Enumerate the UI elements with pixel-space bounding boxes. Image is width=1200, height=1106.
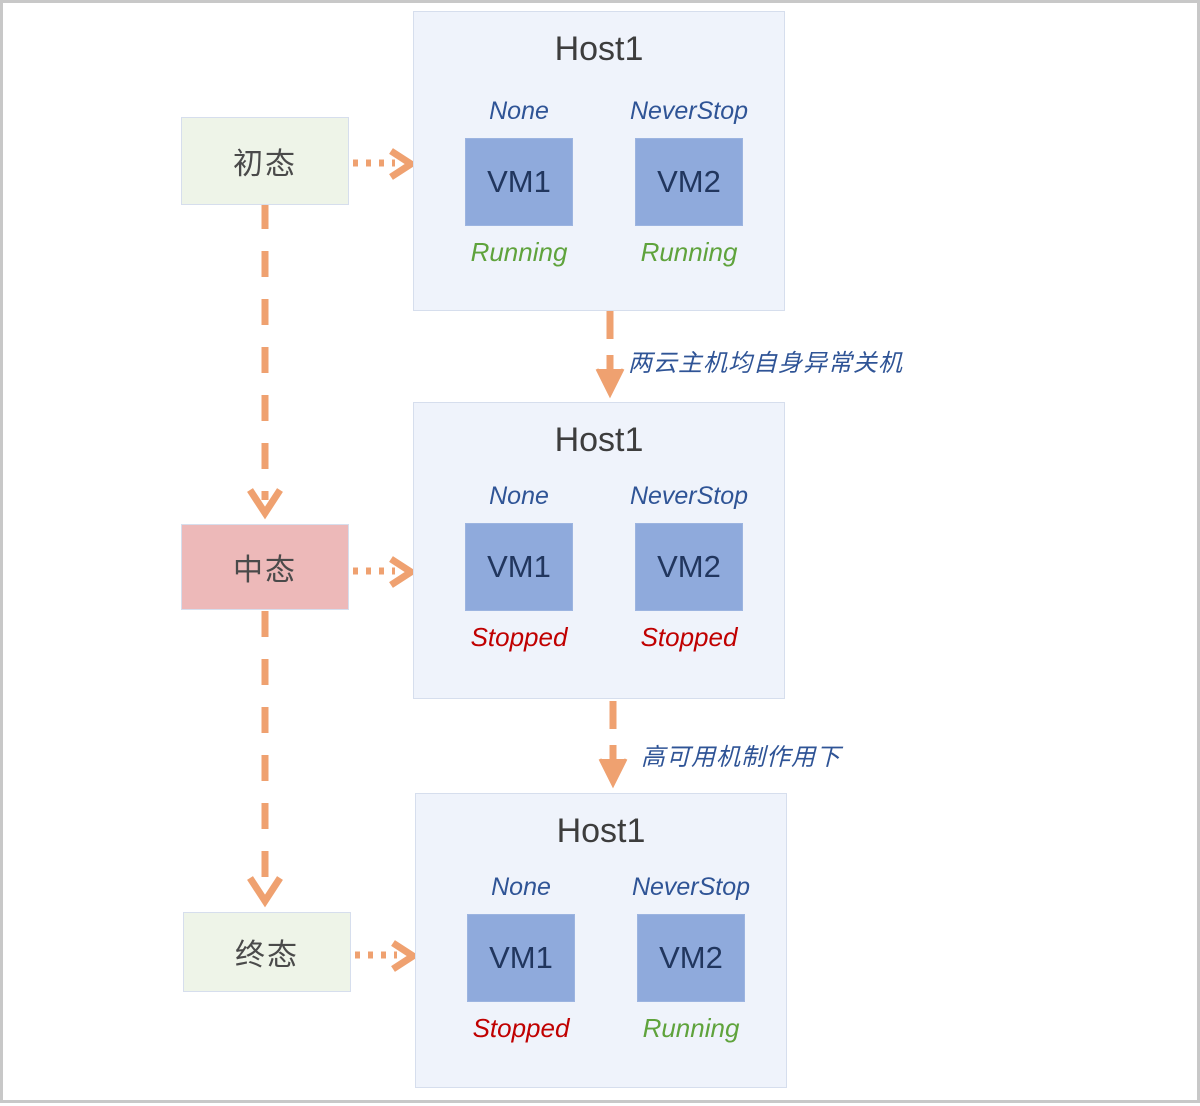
transition-label-1: 两云主机均自身异常关机 [628, 350, 903, 377]
host-container-stage-2[interactable]: Host1 None VM1 Stopped NeverStop VM2 Sto… [413, 402, 785, 699]
host-title: Host1 [556, 812, 646, 850]
vm-status-label: Stopped [470, 621, 568, 652]
vm-name-label: VM1 [487, 548, 551, 584]
edge-host1-to-host2 [595, 311, 625, 399]
vm-cell-vm2[interactable]: NeverStop VM2 Running [604, 97, 774, 267]
edge-final-to-host3 [355, 940, 420, 972]
vm-status-label: Running [642, 1012, 740, 1043]
vm-box-vm2[interactable]: VM2 [635, 522, 743, 611]
vm-box-vm2[interactable]: VM2 [635, 137, 743, 226]
state-label-middle: 中态 [233, 554, 297, 587]
diagram-content: 初态 中态 终态 Host1 None VM1 Running NeverSto… [3, 3, 1197, 1100]
vm-cell-vm1[interactable]: None VM1 Stopped [436, 873, 606, 1043]
host-title: Host1 [554, 421, 644, 459]
edge-middle-to-host2 [353, 556, 418, 588]
host-container-stage-1[interactable]: Host1 None VM1 Running NeverStop VM2 Run… [413, 11, 785, 311]
host-container-stage-3[interactable]: Host1 None VM1 Stopped NeverStop VM2 Run… [415, 793, 787, 1088]
edge-middle-to-final [247, 611, 283, 908]
vm-cell-vm1[interactable]: None VM1 Running [434, 97, 604, 267]
state-label-final: 终态 [235, 939, 299, 972]
vm-policy-label: NeverStop [629, 97, 749, 125]
edge-host2-to-host3 [598, 701, 628, 789]
vm-name-label: VM1 [487, 163, 551, 199]
vm-status-label: Running [640, 236, 738, 267]
vm-box-vm2[interactable]: VM2 [637, 913, 745, 1002]
transition-label-2: 高可用机制作用下 [641, 744, 841, 771]
vm-cell-vm2[interactable]: NeverStop VM2 Running [606, 873, 776, 1043]
vm-name-label: VM2 [657, 548, 721, 584]
vm-box-vm1[interactable]: VM1 [467, 913, 575, 1002]
vm-policy-label: NeverStop [629, 482, 749, 510]
vm-status-label: Stopped [472, 1012, 570, 1043]
edge-initial-to-host1 [353, 148, 418, 180]
vm-policy-label: None [489, 97, 549, 125]
vm-cell-vm1[interactable]: None VM1 Stopped [434, 482, 604, 652]
state-label-initial: 初态 [233, 148, 297, 181]
vm-policy-label: NeverStop [631, 873, 751, 901]
vm-cell-vm2[interactable]: NeverStop VM2 Stopped [604, 482, 774, 652]
vm-name-label: VM2 [657, 163, 721, 199]
vm-policy-label: None [491, 873, 551, 901]
state-box-final[interactable]: 终态 [183, 912, 351, 992]
vm-policy-label: None [489, 482, 549, 510]
state-box-initial[interactable]: 初态 [181, 117, 349, 205]
vm-box-vm1[interactable]: VM1 [465, 137, 573, 226]
state-box-middle[interactable]: 中态 [181, 524, 349, 610]
vm-status-label: Stopped [640, 621, 738, 652]
vm-name-label: VM2 [659, 939, 723, 975]
vm-box-vm1[interactable]: VM1 [465, 522, 573, 611]
host-title: Host1 [554, 30, 644, 68]
edge-initial-to-middle [247, 203, 283, 520]
vm-status-label: Running [470, 236, 568, 267]
vm-name-label: VM1 [489, 939, 553, 975]
